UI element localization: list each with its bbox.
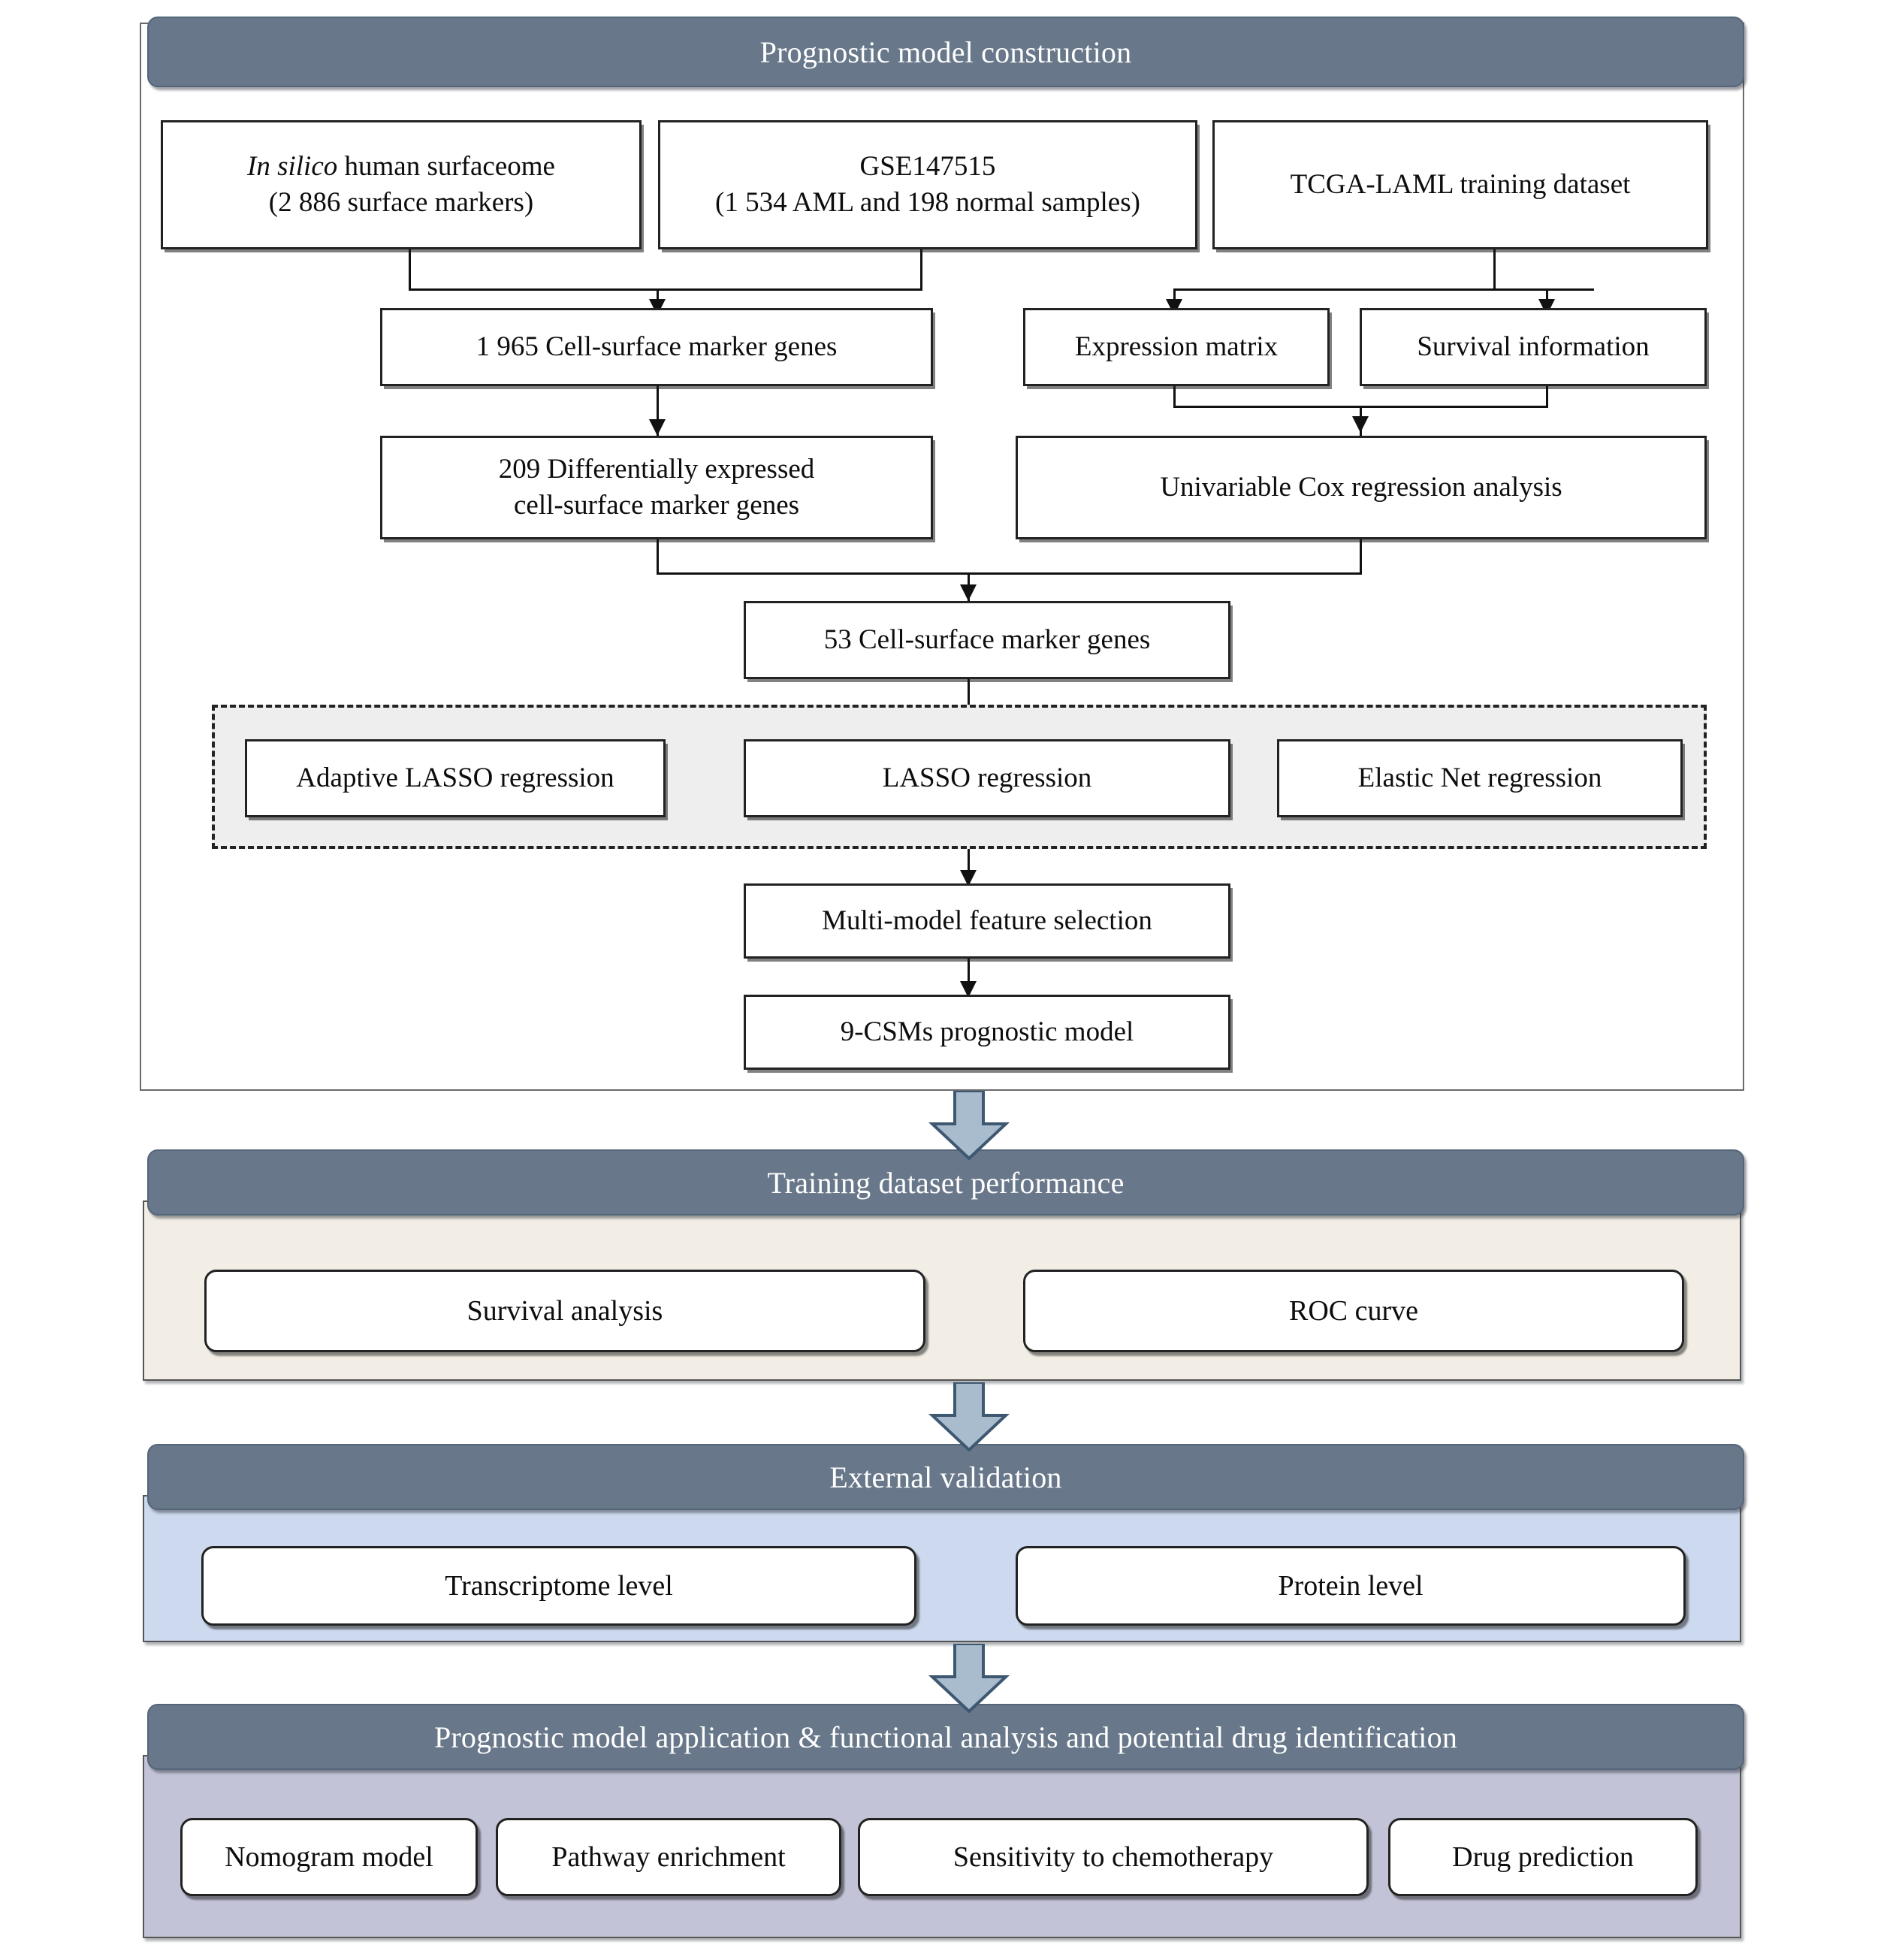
box-209-deg: 209 Differentially expressed cell-surfac… [380, 436, 933, 539]
adaptive-lasso-label: Adaptive LASSO regression [296, 762, 614, 793]
validation-item-0-label: Transcriptome level [445, 1570, 673, 1602]
arrowhead-to-multimodel [960, 870, 977, 886]
multi-model-label: Multi-model feature selection [822, 904, 1152, 936]
application-banner-title: Prognostic model application & functiona… [433, 1720, 1458, 1754]
connector-surfaceome-down [409, 249, 411, 288]
box-expression-matrix: Expression matrix [1023, 308, 1330, 386]
box-univariable-cox: Univariable Cox regression analysis [1016, 436, 1707, 539]
big-arrow-validation-to-application [928, 1644, 1010, 1713]
univariable-cox-label: Univariable Cox regression analysis [1160, 471, 1562, 503]
validation-banner: External validation [147, 1444, 1744, 1510]
connector-cox-down [1360, 539, 1362, 572]
box-multi-model-feature-selection: Multi-model feature selection [744, 883, 1230, 959]
connector-expression-down [1173, 386, 1176, 406]
box-1965-markers: 1 965 Cell-surface marker genes [380, 308, 933, 386]
application-item-1-label: Pathway enrichment [551, 1841, 786, 1873]
training-item-1-label: ROC curve [1288, 1295, 1419, 1327]
box-adaptive-lasso: Adaptive LASSO regression [245, 739, 666, 817]
arrowhead-to-53 [960, 584, 977, 601]
connector-53-merge [657, 572, 1362, 575]
arrowhead-to-deg [649, 419, 666, 436]
validation-item-transcriptome-level[interactable]: Transcriptome level [201, 1546, 916, 1626]
box-gse147515: GSE147515 (1 534 AML and 198 normal samp… [658, 120, 1197, 249]
box-9-csms-prognostic-model: 9-CSMs prognostic model [744, 995, 1230, 1070]
training-banner: Training dataset performance [147, 1149, 1744, 1216]
connector-deg-down [657, 539, 659, 572]
box-53-markers: 53 Cell-surface marker genes [744, 601, 1230, 679]
validation-item-protein-level[interactable]: Protein level [1016, 1546, 1686, 1626]
application-item-3-label: Drug prediction [1452, 1841, 1634, 1873]
application-item-nomogram-model[interactable]: Nomogram model [180, 1818, 478, 1896]
expression-matrix-label: Expression matrix [1074, 331, 1279, 362]
training-item-roc-curve[interactable]: ROC curve [1023, 1270, 1684, 1352]
box-survival-information: Survival information [1360, 308, 1707, 386]
arrowhead-to-9csms [960, 981, 977, 998]
elastic-net-label: Elastic Net regression [1357, 762, 1602, 793]
training-item-survival-analysis[interactable]: Survival analysis [204, 1270, 925, 1352]
construction-banner: Prognostic model construction [147, 17, 1744, 87]
deg-line2-label: cell-surface marker genes [513, 490, 800, 521]
application-item-2-label: Sensitivity to chemotherapy [953, 1841, 1274, 1873]
training-banner-title: Training dataset performance [767, 1165, 1125, 1200]
connector-survival-down [1546, 386, 1548, 406]
validation-item-1-label: Protein level [1278, 1570, 1424, 1602]
application-item-sensitivity-to-chemotherapy[interactable]: Sensitivity to chemotherapy [858, 1818, 1369, 1896]
nine-csms-label: 9-CSMs prognostic model [840, 1016, 1134, 1047]
markers-1965-label: 1 965 Cell-surface marker genes [476, 331, 838, 362]
connector-gse-down [920, 249, 922, 288]
arrowhead-to-cox [1352, 416, 1369, 433]
application-item-0-label: Nomogram model [225, 1841, 433, 1873]
surfaceome-line2-label: (2 886 surface markers) [268, 187, 534, 218]
deg-line1-label: 209 Differentially expressed [498, 453, 815, 485]
construction-banner-title: Prognostic model construction [759, 35, 1132, 69]
big-arrow-training-to-validation [928, 1382, 1010, 1451]
connector-1965-down [657, 386, 659, 436]
survival-information-label: Survival information [1417, 331, 1650, 362]
markers-53-label: 53 Cell-surface marker genes [823, 624, 1151, 655]
application-banner: Prognostic model application & functiona… [147, 1704, 1744, 1770]
application-item-pathway-enrichment[interactable]: Pathway enrichment [496, 1818, 841, 1896]
surfaceome-rest-label: human surfaceome [337, 150, 555, 182]
connector-merge-left [409, 288, 922, 291]
box-lasso: LASSO regression [744, 739, 1230, 817]
connector-tcga-down [1493, 249, 1496, 288]
box-elastic-net: Elastic Net regression [1277, 739, 1683, 817]
gse-line1-label: GSE147515 [859, 150, 996, 182]
lasso-label: LASSO regression [882, 762, 1092, 793]
connector-tcga-split [1173, 288, 1594, 291]
connector-53-down [968, 679, 970, 726]
gse-line2-label: (1 534 AML and 198 normal samples) [715, 187, 1140, 218]
application-item-drug-prediction[interactable]: Drug prediction [1388, 1818, 1698, 1896]
connector-group-down [968, 849, 970, 885]
tcga-label: TCGA-LAML training dataset [1290, 168, 1631, 200]
big-arrow-construction-to-training [928, 1091, 1010, 1160]
connector-multimodel-down [968, 959, 970, 996]
box-tcga-laml: TCGA-LAML training dataset [1212, 120, 1708, 249]
surfaceome-italic-label: In silico [247, 150, 338, 182]
training-item-0-label: Survival analysis [466, 1295, 663, 1327]
validation-banner-title: External validation [829, 1460, 1062, 1494]
box-in-silico-surfaceome: In silico human surfaceome (2 886 surfac… [161, 120, 642, 249]
